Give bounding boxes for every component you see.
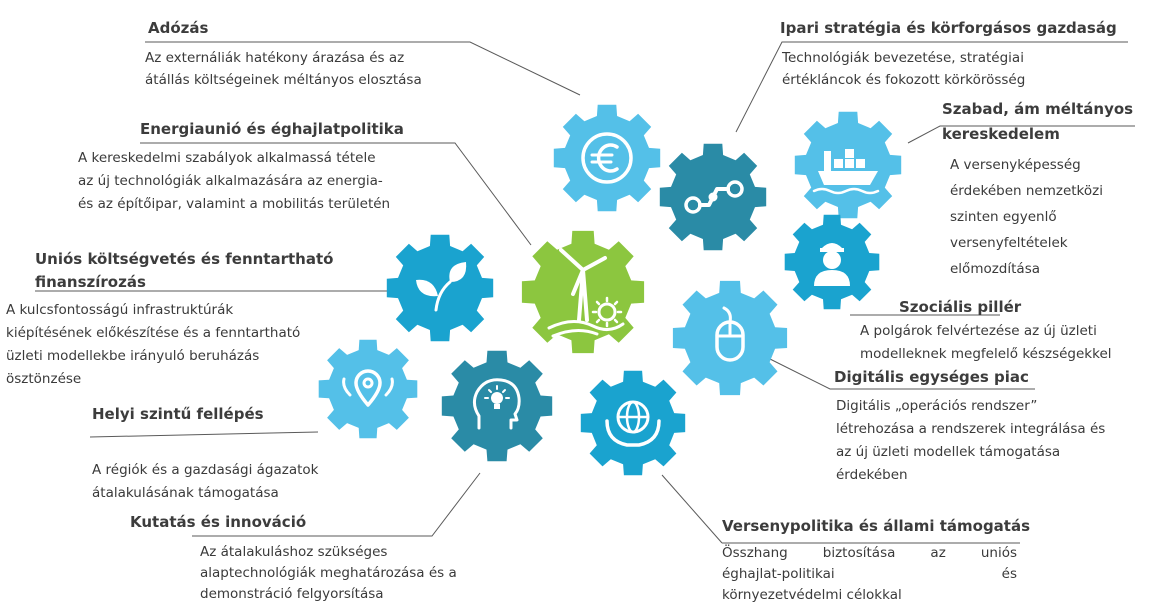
text-digitalis: Digitális „operációs rendszer” létrehozá… [836, 398, 1106, 483]
location-pins-icon [342, 369, 394, 407]
text-unios: A kulcsfontosságú infrastruktúrák kiépít… [6, 302, 301, 387]
title-unios-2: finanszírozás [35, 273, 146, 291]
title-verseny: Versenypolitika és állami támogatás [722, 517, 1031, 535]
title-szabad-1: Szabad, ám méltányos [942, 100, 1134, 118]
block-kutatas: Kutatás és innováció [130, 512, 306, 532]
title-adozas: Adózás [148, 19, 209, 37]
text-block-digitalis: Digitális „operációs rendszer” létrehozá… [836, 395, 1156, 487]
text-block-energia: A kereskedelmi szabályok alkalmassá téte… [78, 147, 458, 216]
block-szabad: Szabad, ám méltányos [942, 99, 1133, 119]
title-helyi: Helyi szintű fellépés [92, 405, 264, 423]
text-block-unios: A kulcsfontosságú infrastruktúrák kiépít… [6, 299, 366, 391]
text-helyi: A régiók és a gazdasági ágazatok átalaku… [92, 462, 319, 501]
euro-icon [581, 132, 633, 184]
title-szabad-2: kereskedelem [942, 125, 1060, 143]
block-unios-2: finanszírozás [35, 272, 146, 292]
cargo-ship-icon [812, 149, 880, 195]
head-lightbulb-icon [472, 378, 521, 430]
block-adozas: Adózás [148, 18, 208, 38]
block-unios: Uniós költségvetés és fenntartható [35, 249, 333, 269]
title-energia: Energiaunió és éghajlatpolitika [140, 120, 404, 138]
text-szabad: A versenyképesség érdekében nemzetközi s… [950, 157, 1103, 277]
connector-lines [35, 41, 1135, 544]
block-szabad-2: kereskedelem [942, 124, 1060, 144]
text-block-helyi: A régiók és a gazdasági ágazatok átalaku… [92, 459, 392, 505]
text-block-ipari: Technológiák bevezetése, stratégiai érté… [782, 47, 1112, 91]
block-verseny: Versenypolitika és állami támogatás [722, 516, 1030, 536]
text-ipari: Technológiák bevezetése, stratégiai érté… [782, 50, 1026, 88]
text-verseny-3: környezetvédelmi célokkal [722, 587, 902, 603]
title-szocialis: Szociális pillér [899, 298, 1022, 316]
text-kutatas: Az átalakuláshoz szükséges alaptechnológ… [200, 544, 457, 602]
title-digitalis: Digitális egységes piac [834, 368, 1029, 386]
text-block-szabad: A versenyképesség érdekében nemzetközi s… [950, 152, 1150, 282]
value-chain-icon [684, 180, 744, 214]
mouse-icon [715, 306, 745, 362]
gear-adozas [553, 104, 661, 212]
title-unios-1: Uniós költségvetés és fenntartható [35, 250, 334, 268]
text-block-adozas: Az externáliák hatékony árazása és az át… [145, 47, 525, 91]
gear-verseny [580, 370, 686, 476]
text-adozas: Az externáliák hatékony árazása és az át… [145, 50, 422, 88]
text-verseny-2: éghajlat-politikai és [722, 566, 1017, 582]
gear-digitalis [672, 280, 788, 396]
title-kutatas: Kutatás és innováció [130, 513, 307, 531]
text-block-szocialis: A polgárok felvértezése az új üzleti mod… [860, 320, 1160, 366]
worker-icon [814, 243, 850, 286]
gear-unios [386, 234, 494, 342]
block-energia: Energiaunió és éghajlatpolitika [140, 119, 404, 139]
title-ipari: Ipari stratégia és körforgásos gazdaság [780, 19, 1117, 37]
text-block-kutatas: Az átalakuláshoz szükséges alaptechnológ… [200, 542, 530, 605]
block-ipari: Ipari stratégia és körforgásos gazdaság [780, 18, 1117, 38]
text-energia: A kereskedelmi szabályok alkalmassá téte… [78, 150, 391, 212]
block-szocialis: Szociális pillér [899, 297, 1021, 317]
wind-turbine-icon [547, 248, 625, 338]
text-szocialis: A polgárok felvértezése az új üzleti mod… [860, 323, 1112, 362]
text-block-verseny: Összhang biztosítása az uniós éghajlat-p… [722, 543, 1017, 606]
gear-helyi [318, 339, 418, 439]
globe-hands-icon [605, 400, 661, 447]
leaf-icon [416, 262, 467, 312]
block-helyi: Helyi szintű fellépés [92, 404, 264, 424]
block-digitalis: Digitális egységes piac [834, 367, 1029, 387]
text-verseny-1: Összhang biztosítása az uniós [722, 545, 1017, 561]
